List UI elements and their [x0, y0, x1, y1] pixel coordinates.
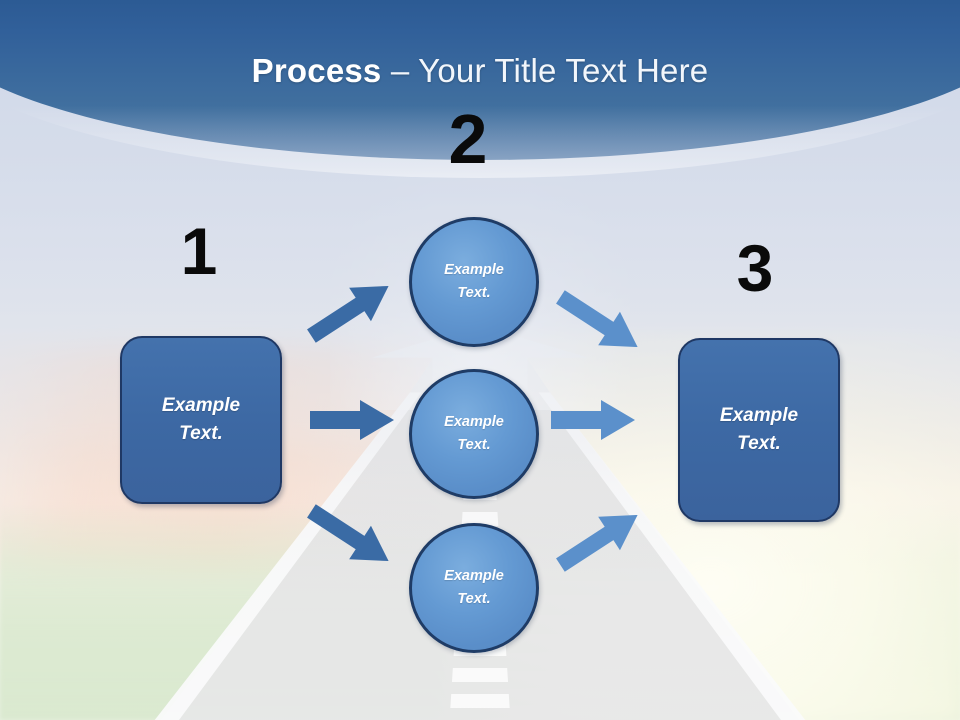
start-box[interactable]: Example Text. — [120, 336, 282, 504]
step-circle-top-line-1: Example — [444, 261, 504, 278]
arrow-start-to-middle-circle[interactable] — [310, 398, 394, 442]
start-box-text: Example Text. — [162, 392, 240, 449]
arrow-bottom-circle-to-end[interactable] — [549, 504, 649, 576]
step-number-1: 1 — [180, 214, 218, 288]
page-title-bold: Process — [251, 52, 382, 89]
page-title-rest: – Your Title Text Here — [381, 52, 709, 89]
end-box-line-2: Text. — [737, 433, 781, 454]
step-circle-middle-line-2: Text. — [457, 437, 491, 453]
end-box-line-1: Example — [719, 404, 799, 426]
start-box-line-2: Text. — [179, 423, 223, 444]
step-circle-top-line-2: Text. — [457, 285, 491, 301]
step-circle-middle-line-1: Example — [444, 413, 504, 430]
arrow-start-to-top-circle[interactable] — [300, 275, 400, 347]
step-circle-top[interactable]: Example Text. — [409, 217, 539, 347]
step-circle-middle[interactable]: Example Text. — [409, 369, 539, 499]
arrow-middle-circle-to-end[interactable] — [551, 398, 635, 442]
start-box-line-1: Example — [161, 394, 241, 416]
page-title: Process – Your Title Text Here — [0, 52, 960, 90]
step-circle-bottom-text: Example Text. — [444, 565, 504, 611]
step-circle-bottom-line-1: Example — [444, 567, 504, 584]
end-box-text: Example Text. — [720, 402, 798, 459]
step-circle-top-text: Example Text. — [444, 259, 504, 305]
step-number-3: 3 — [736, 231, 774, 305]
arrow-top-circle-to-end[interactable] — [549, 286, 649, 358]
end-box[interactable]: Example Text. — [678, 338, 840, 522]
arrow-start-to-bottom-circle[interactable] — [300, 500, 400, 572]
step-circle-bottom-line-2: Text. — [457, 591, 491, 607]
step-circle-bottom[interactable]: Example Text. — [409, 523, 539, 653]
step-number-2: 2 — [448, 100, 488, 178]
step-circle-middle-text: Example Text. — [444, 411, 504, 457]
